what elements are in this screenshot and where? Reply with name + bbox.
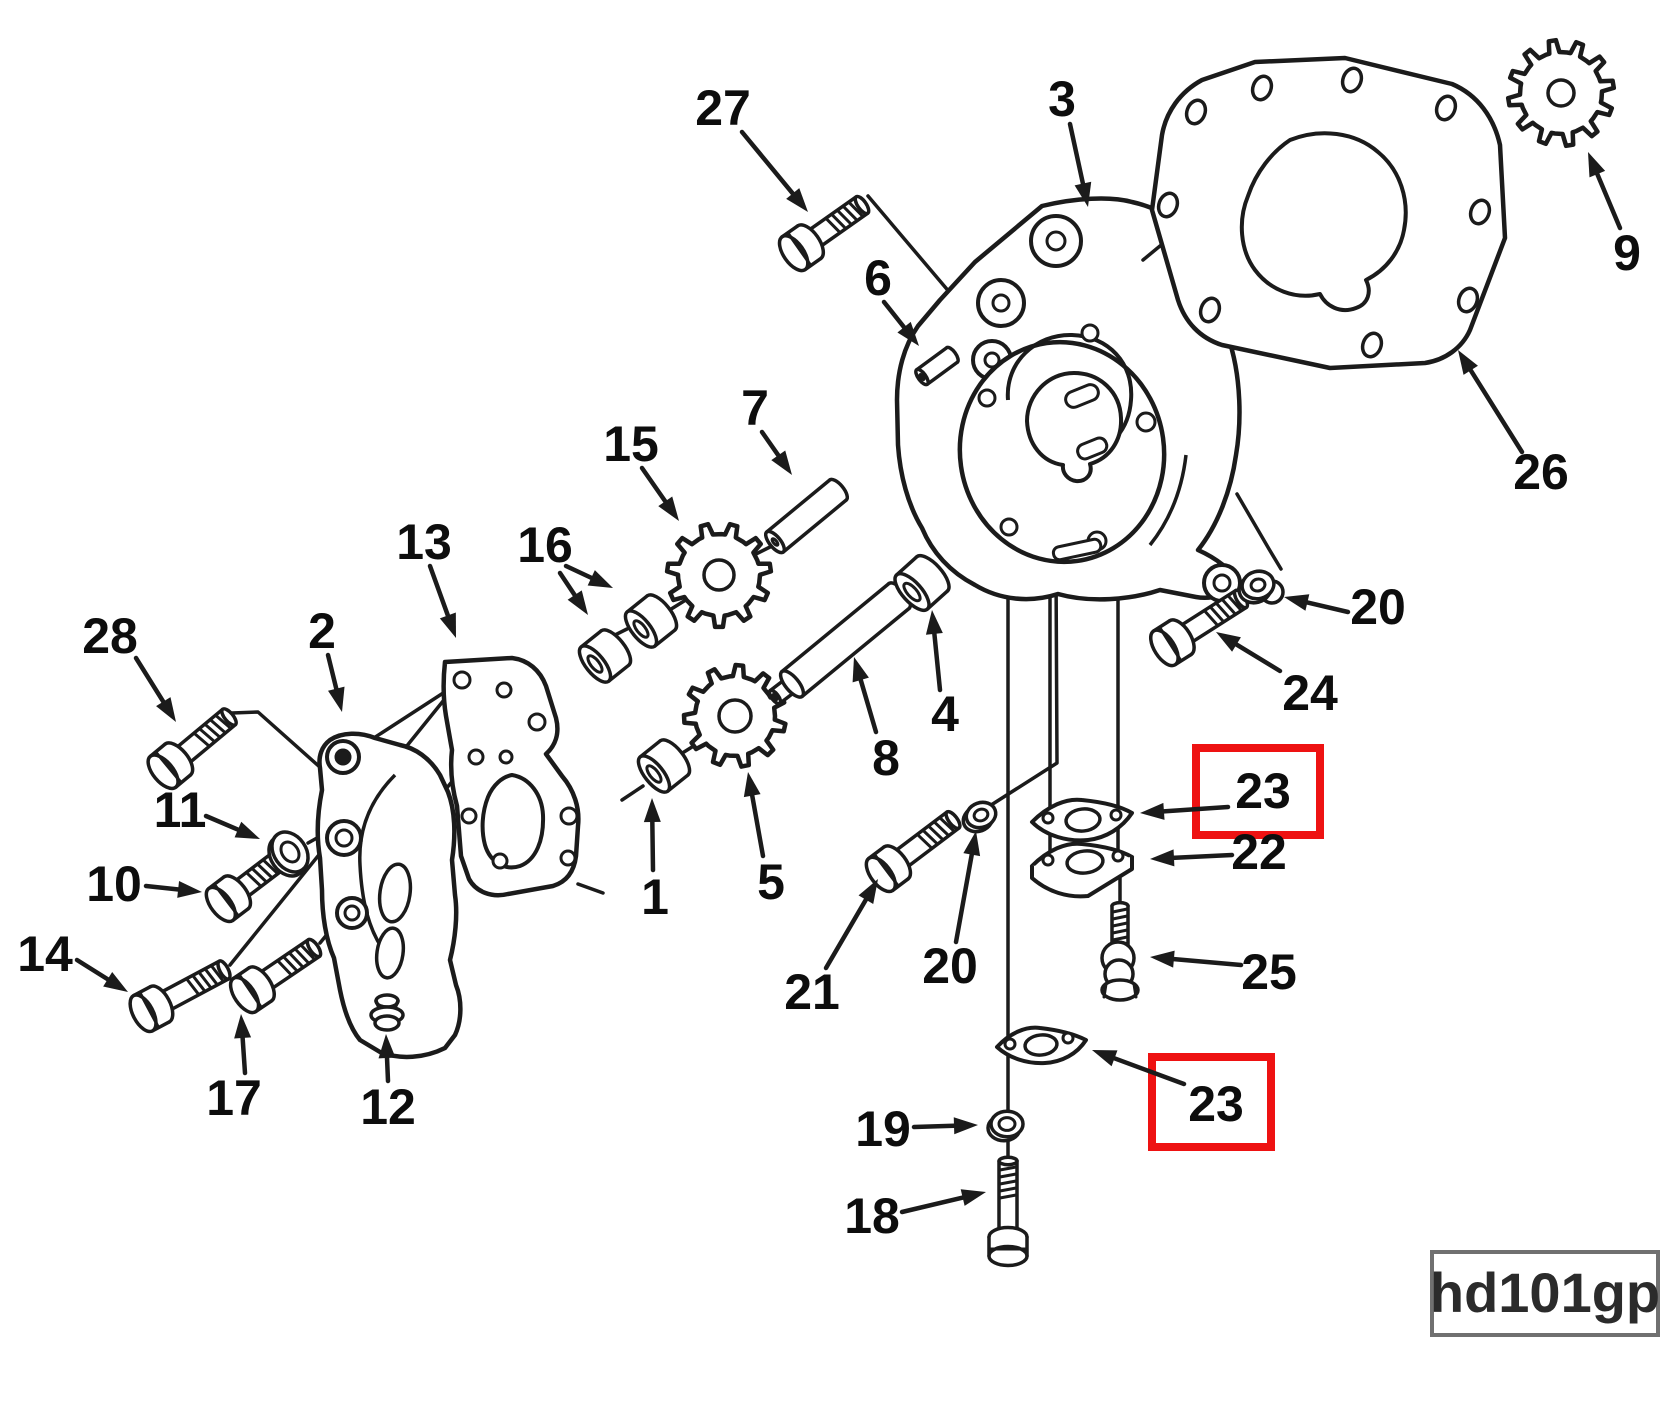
callout-label: 10: [86, 856, 142, 912]
callout-label: 24: [1282, 665, 1338, 721]
part-14-bolt: [128, 959, 232, 1034]
callout-label: 22: [1231, 824, 1287, 880]
part-5-gear: [681, 662, 788, 769]
diagram-parts: [128, 37, 1617, 1268]
callout-23-highlighted: 23: [1140, 744, 1324, 839]
callout-label: 14: [17, 926, 73, 982]
callout-16: 16: [517, 517, 613, 615]
callout-8: 8: [852, 657, 900, 786]
callout-label: 3: [1048, 71, 1076, 127]
callout-label: 7: [741, 380, 769, 436]
callout-25: 25: [1150, 944, 1297, 1000]
callout-4: 4: [925, 610, 959, 742]
part-19-washer: [986, 1109, 1025, 1143]
callout-3: 3: [1048, 71, 1092, 207]
part-22-spacer: [1030, 841, 1134, 899]
part-16-bushings: [577, 593, 679, 684]
callout-18: 18: [844, 1188, 986, 1244]
callout-label: 4: [931, 686, 959, 742]
callout-14: 14: [17, 926, 128, 992]
callout-22: 22: [1150, 824, 1287, 880]
callout-label: 28: [82, 608, 138, 664]
callout-2: 2: [308, 603, 345, 712]
callout-13: 13: [396, 514, 456, 638]
callout-label: 17: [206, 1070, 262, 1126]
callout-26: 26: [1458, 350, 1569, 500]
callout-label: 8: [872, 730, 900, 786]
callout-label: 23: [1235, 763, 1291, 819]
callout-label: 11: [154, 782, 207, 838]
callout-11: 11: [154, 782, 260, 839]
callout-label: 18: [844, 1188, 900, 1244]
part-8-shaft: [767, 581, 913, 706]
callout-label: 12: [360, 1079, 416, 1135]
part-13-plate: [441, 655, 581, 898]
callout-label: 27: [695, 80, 751, 136]
part-23-gasket-upper: [1030, 797, 1134, 843]
figure-code-text: hd101gp: [1430, 1261, 1660, 1324]
part-1-bushing: [636, 738, 692, 794]
part-26-gasket: [1149, 55, 1508, 371]
callout-label: 15: [603, 416, 659, 472]
callout-28: 28: [82, 608, 176, 722]
part-20-washer-right: [1237, 569, 1285, 605]
callout-21: 21: [784, 879, 878, 1020]
callout-label: 16: [517, 517, 573, 573]
callout-24: 24: [1216, 632, 1338, 721]
callout-label: 9: [1613, 225, 1641, 281]
callout-label: 23: [1188, 1076, 1244, 1132]
part-21-bolt: [864, 809, 962, 894]
callout-label: 21: [784, 964, 840, 1020]
figure-code-box: hd101gp: [1430, 1250, 1660, 1337]
part-18-bolt: [987, 1155, 1029, 1268]
part-27-bolt: [777, 194, 871, 273]
callout-20: 20: [922, 831, 981, 994]
callout-17: 17: [206, 1014, 262, 1126]
figure-code-frame: [1430, 1250, 1660, 1337]
callout-label: 6: [864, 250, 892, 306]
callout-6: 6: [864, 250, 919, 346]
callout-10: 10: [86, 856, 202, 912]
callout-1: 1: [641, 798, 669, 925]
part-2-bracket: [315, 731, 463, 1060]
part-28-bolt: [146, 707, 238, 791]
callout-label: 26: [1513, 444, 1569, 500]
part-24-bolt: [1148, 588, 1250, 668]
part-23-gasket-lower: [995, 1025, 1088, 1066]
callout-19: 19: [855, 1101, 978, 1157]
part-15-gear: [664, 521, 774, 630]
highlight-box: [1192, 744, 1324, 839]
part-20-washer-center: [961, 800, 998, 834]
callout-23-highlighted: 23: [1092, 1050, 1275, 1151]
highlight-box: [1148, 1053, 1275, 1151]
callout-label: 1: [641, 869, 669, 925]
callout-12: 12: [360, 1034, 416, 1135]
part-7-shaft: [763, 477, 850, 555]
callout-27: 27: [695, 80, 808, 212]
part-6-pin: [914, 345, 960, 387]
callout-label: 20: [922, 938, 978, 994]
callout-label: 25: [1241, 944, 1297, 1000]
callout-20: 20: [1284, 579, 1406, 635]
callout-label: 13: [396, 514, 452, 570]
callout-label: 2: [308, 603, 336, 659]
callout-5: 5: [743, 772, 785, 910]
part-9-drive-gear: [1505, 37, 1617, 149]
callout-9: 9: [1588, 152, 1641, 281]
part-3-pump-housing: [894, 196, 1242, 603]
part-4-bushing: [893, 553, 951, 613]
callout-15: 15: [603, 416, 679, 521]
callout-7: 7: [741, 380, 792, 475]
callout-label: 5: [757, 854, 785, 910]
part-25-stud: [1100, 900, 1140, 1002]
part-11-lock-washer: [267, 830, 310, 878]
part-17-bolt: [228, 937, 323, 1015]
part-12-plug: [369, 993, 405, 1032]
callout-label: 19: [855, 1101, 911, 1157]
callout-label: 20: [1350, 579, 1406, 635]
